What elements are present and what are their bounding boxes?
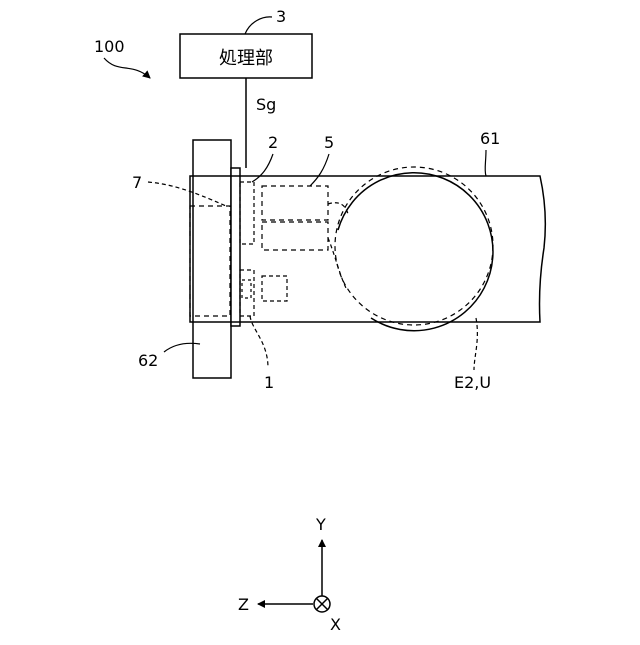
y-axis-label: Y xyxy=(315,515,326,534)
substrate-61 xyxy=(190,176,545,322)
ref-61-leader xyxy=(485,150,486,176)
ref-system-label: 100 xyxy=(94,37,125,56)
region-circle-dashed xyxy=(335,167,493,325)
connection-curve-lower xyxy=(328,238,346,288)
ref-system-arrow xyxy=(104,58,150,78)
sensor-1-inner xyxy=(242,280,251,298)
ref-component-7: 7 xyxy=(132,173,142,192)
ref-processing-unit: 3 xyxy=(276,7,286,26)
sensor-2 xyxy=(240,182,254,244)
z-axis-label: Z xyxy=(238,595,249,614)
ref-component-5: 5 xyxy=(324,133,334,152)
plate xyxy=(231,168,240,326)
ref-1-leader xyxy=(250,316,268,368)
coordinate-axes: Y Z X xyxy=(238,515,341,634)
ref-region-leader xyxy=(474,318,477,370)
component-5-upper xyxy=(262,186,328,220)
signal-label: Sg xyxy=(256,95,276,114)
ref-region: E2,U xyxy=(454,373,491,392)
ref-substrate-61: 61 xyxy=(480,129,500,148)
processing-unit: 処理部 xyxy=(180,34,312,78)
ref-sensor-1: 1 xyxy=(264,373,274,392)
ref-5-leader xyxy=(310,154,329,186)
ref-2-leader xyxy=(252,154,273,182)
small-component xyxy=(262,276,287,301)
sensor-1 xyxy=(240,270,254,316)
x-axis-label: X xyxy=(330,615,341,634)
component-5-lower xyxy=(262,222,328,250)
ref-holder-62: 62 xyxy=(138,351,158,370)
ref-3-leader xyxy=(245,17,272,34)
processing-unit-label: 処理部 xyxy=(219,48,273,69)
region-circle xyxy=(338,173,493,331)
ref-sensor-2: 2 xyxy=(268,133,278,152)
